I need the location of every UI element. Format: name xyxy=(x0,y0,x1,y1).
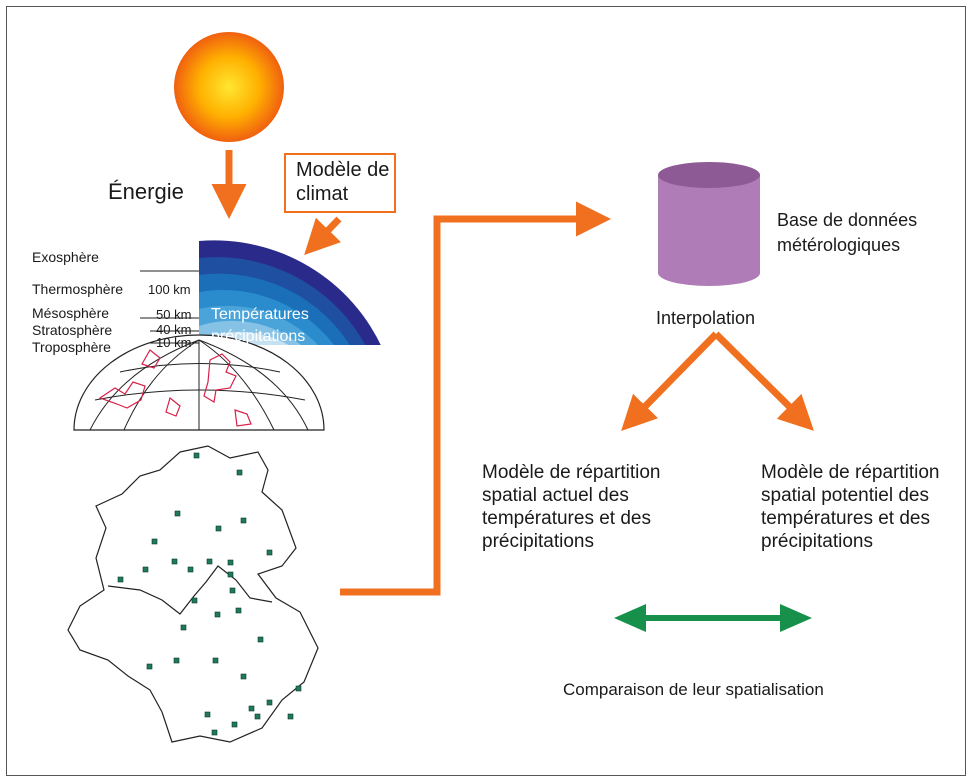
globe-icon xyxy=(73,334,325,431)
interpolation-arrow-right xyxy=(713,331,814,431)
climate-model-label: Modèle de climat xyxy=(296,159,390,205)
model-current-label: Modèle de répartition spatial actuel des… xyxy=(482,462,661,552)
connector-arrow xyxy=(340,201,611,596)
alt-10: 10 km xyxy=(156,335,192,350)
alt-40: 40 km xyxy=(156,322,192,337)
model-potential-label: Modèle de répartition spatial potentiel … xyxy=(761,462,940,552)
layer-exosphere: Exosphère xyxy=(32,249,99,265)
temperatures-label: Températures xyxy=(211,306,309,323)
interpolation-label: Interpolation xyxy=(656,308,756,328)
layer-thermosphere: Thermosphère xyxy=(32,281,124,297)
database-icon xyxy=(658,162,760,286)
database-label: Base de données métérologiques xyxy=(777,210,918,255)
comparison-label: Comparaison de leur spatialisation xyxy=(563,680,824,699)
alt-100: 100 km xyxy=(148,282,191,297)
altitude-lines xyxy=(140,270,199,344)
climate-model-arrow xyxy=(304,216,342,256)
layer-troposphere: Troposphère xyxy=(32,339,111,355)
diagram-frame xyxy=(6,6,966,776)
alt-50: 50 km xyxy=(156,307,192,322)
sun-icon xyxy=(174,32,284,142)
layer-mesosphere: Mésosphère xyxy=(32,305,110,321)
layer-stratosphere: Stratosphère xyxy=(32,322,113,338)
comparison-arrow xyxy=(614,604,812,632)
weather-stations xyxy=(117,452,302,736)
climate-model-box xyxy=(284,153,396,213)
precipitations-label: précipitations xyxy=(211,328,306,345)
interpolation-arrow-left xyxy=(621,331,719,432)
region-map xyxy=(67,445,319,743)
energy-label: Énergie xyxy=(108,179,184,204)
